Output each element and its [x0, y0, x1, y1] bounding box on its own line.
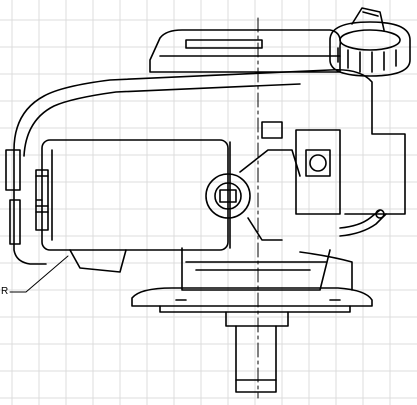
air-filter-box [35, 139, 231, 251]
fuel-cap [329, 7, 411, 77]
crankshaft [225, 311, 289, 393]
lower-engine-body [69, 247, 353, 291]
housing-inner-arc [23, 83, 301, 157]
callout-label: R [1, 286, 9, 297]
top-shroud [149, 29, 342, 73]
carburetor [205, 121, 301, 241]
blower-housing [13, 68, 406, 215]
leader-line [9, 255, 69, 293]
mounting-flange [131, 287, 373, 313]
housing-tab-lower [9, 199, 21, 245]
housing-left-wall [13, 149, 47, 265]
housing-tab [5, 149, 21, 191]
engine-right-block [295, 129, 387, 237]
top-shroud-slot [185, 39, 263, 49]
